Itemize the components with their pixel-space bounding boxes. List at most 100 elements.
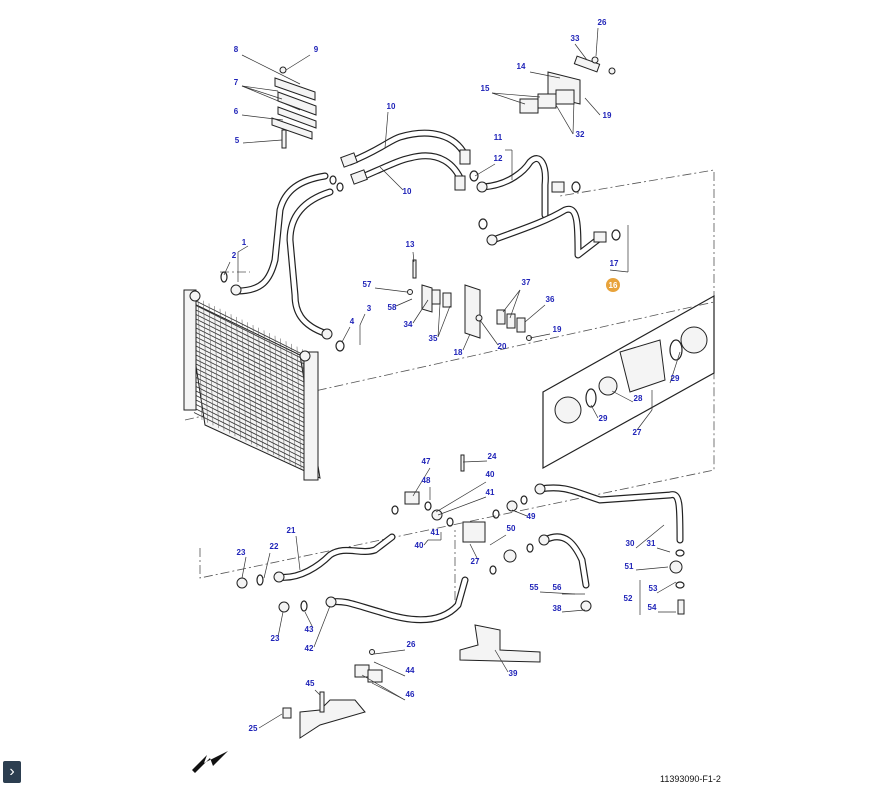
callout-label: 4 (350, 317, 355, 326)
radiator-fin (193, 380, 307, 438)
callout-36[interactable]: 36 (546, 295, 555, 304)
callout-31[interactable]: 31 (647, 539, 656, 548)
callout-17[interactable]: 17 (610, 259, 619, 268)
callout-33[interactable]: 33 (571, 34, 580, 43)
callout-45[interactable]: 45 (306, 679, 315, 688)
callout-12[interactable]: 12 (494, 154, 503, 163)
leader-line (595, 27, 599, 57)
callout-58[interactable]: 58 (388, 303, 397, 312)
radiator-fin (280, 338, 285, 461)
callout-19[interactable]: 19 (603, 111, 612, 120)
callout-label: 49 (527, 512, 536, 521)
callout-2[interactable]: 2 (232, 251, 237, 260)
leader-line (341, 326, 351, 343)
callout-13[interactable]: 13 (406, 240, 415, 249)
leader-line (361, 674, 406, 701)
chevron-right-icon: › (9, 763, 15, 780)
radiator-fin (291, 343, 296, 466)
leader-line (502, 289, 521, 313)
callout-4[interactable]: 4 (350, 317, 355, 326)
callout-38[interactable]: 38 (553, 604, 562, 613)
callout-3[interactable]: 3 (367, 304, 372, 313)
callout-56[interactable]: 56 (553, 583, 562, 592)
callout-label: 51 (625, 562, 634, 571)
callout-1[interactable]: 1 (242, 238, 247, 247)
callout-55[interactable]: 55 (530, 583, 539, 592)
callout-label: 24 (488, 452, 497, 461)
callout-41[interactable]: 41 (486, 488, 495, 497)
callout-20[interactable]: 20 (498, 342, 507, 351)
callout-6[interactable]: 6 (234, 107, 239, 116)
callout-25[interactable]: 25 (249, 724, 258, 733)
callout-35[interactable]: 35 (429, 334, 438, 343)
callout-57[interactable]: 57 (363, 280, 372, 289)
leader-line (669, 351, 681, 384)
callout-29[interactable]: 29 (599, 414, 608, 423)
expand-panel-button[interactable]: › (3, 761, 21, 783)
callout-40[interactable]: 40 (486, 470, 495, 479)
callout-8[interactable]: 8 (234, 45, 239, 54)
leader-line (412, 299, 429, 324)
radiator-fin (197, 297, 203, 421)
callout-49[interactable]: 49 (527, 512, 536, 521)
callout-43[interactable]: 43 (305, 625, 314, 634)
callout-15[interactable]: 15 (481, 84, 490, 93)
callout-label: 13 (406, 240, 415, 249)
callout-18[interactable]: 18 (454, 348, 463, 357)
radiator-fin (269, 333, 274, 456)
leader-lines (223, 27, 681, 729)
callout-48[interactable]: 48 (422, 476, 431, 485)
callout-10[interactable]: 10 (387, 102, 396, 111)
callout-label: 55 (530, 583, 539, 592)
callout-27[interactable]: 27 (633, 428, 642, 437)
callout-label: 58 (388, 303, 397, 312)
callout-26[interactable]: 26 (407, 640, 416, 649)
callout-16[interactable]: 16 (606, 278, 620, 292)
radiator-fin (193, 317, 307, 375)
callout-50[interactable]: 50 (507, 524, 516, 533)
callout-23[interactable]: 23 (271, 634, 280, 643)
callout-19[interactable]: 19 (553, 325, 562, 334)
leader-line (277, 611, 284, 638)
callout-label: 9 (314, 45, 319, 54)
callout-26[interactable]: 26 (598, 18, 607, 27)
callout-label: 32 (576, 130, 585, 139)
callout-11[interactable]: 11 (494, 133, 503, 142)
leader-line (491, 92, 526, 105)
leader-line (584, 97, 601, 116)
callout-14[interactable]: 14 (517, 62, 526, 71)
callout-54[interactable]: 54 (648, 603, 657, 612)
callout-40[interactable]: 40 (415, 541, 424, 550)
callout-5[interactable]: 5 (235, 136, 240, 145)
callout-37[interactable]: 37 (522, 278, 531, 287)
callout-24[interactable]: 24 (488, 452, 497, 461)
callout-39[interactable]: 39 (509, 669, 518, 678)
callout-46[interactable]: 46 (406, 690, 415, 699)
callout-44[interactable]: 44 (406, 666, 415, 675)
callout-42[interactable]: 42 (305, 644, 314, 653)
callout-label: 23 (271, 634, 280, 643)
leader-line (611, 390, 634, 403)
callout-7[interactable]: 7 (234, 78, 239, 87)
callout-28[interactable]: 28 (634, 394, 643, 403)
callout-21[interactable]: 21 (287, 526, 296, 535)
callout-41[interactable]: 41 (431, 528, 440, 537)
callout-53[interactable]: 53 (649, 584, 658, 593)
callout-51[interactable]: 51 (625, 562, 634, 571)
callout-label: 38 (553, 604, 562, 613)
leader-line (412, 467, 431, 497)
callout-label: 26 (407, 640, 416, 649)
callout-22[interactable]: 22 (270, 542, 279, 551)
callout-32[interactable]: 32 (576, 130, 585, 139)
leader-line (590, 404, 599, 419)
callout-23[interactable]: 23 (237, 548, 246, 557)
callout-34[interactable]: 34 (404, 320, 413, 329)
leader-line (561, 609, 586, 613)
callout-9[interactable]: 9 (314, 45, 319, 54)
callout-29[interactable]: 29 (671, 374, 680, 383)
callout-10[interactable]: 10 (403, 187, 412, 196)
callout-30[interactable]: 30 (626, 539, 635, 548)
callout-47[interactable]: 47 (422, 457, 431, 466)
callout-27[interactable]: 27 (471, 557, 480, 566)
callout-52[interactable]: 52 (624, 594, 633, 603)
